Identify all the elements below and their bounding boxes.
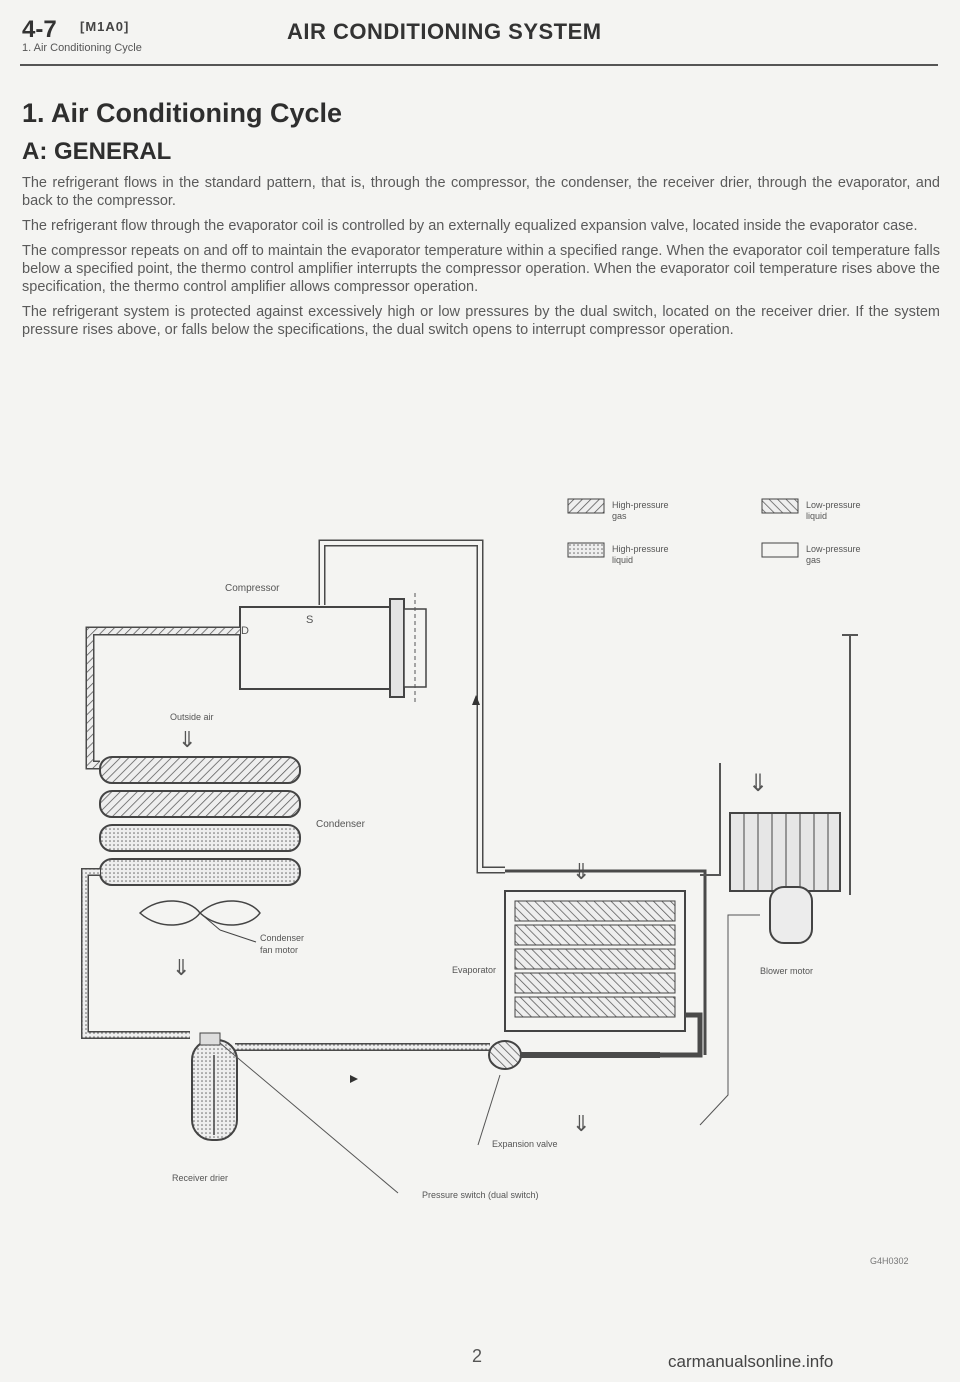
legend-label: liquid xyxy=(806,511,827,521)
legend-label: Low-pressure xyxy=(806,544,861,554)
paragraph: The refrigerant system is protected agai… xyxy=(22,304,940,338)
fan-motor-label: fan motor xyxy=(260,945,298,955)
subsection-heading: A: GENERAL xyxy=(22,138,172,165)
page-number: 2 xyxy=(472,1346,483,1366)
flow-arrow-icon xyxy=(350,1075,358,1083)
legend-label: liquid xyxy=(612,555,633,565)
figure-code: G4H0302 xyxy=(870,1256,909,1266)
evaporator-label: Evaporator xyxy=(452,965,496,975)
fan-motor-label: Condenser xyxy=(260,933,304,943)
legend-label: High-pressure xyxy=(612,500,669,510)
airflow-arrow-icon: ⇓ xyxy=(748,770,768,797)
condenser-fan: Condenser fan motor ⇓ xyxy=(138,900,304,980)
receiver-drier: Receiver drier xyxy=(172,1032,238,1183)
pressure-switch-leader xyxy=(219,1042,399,1194)
page-header: 4-7 [M1A0] 1. Air Conditioning Cycle AIR… xyxy=(0,0,960,70)
legend-swatch-low-pressure-gas xyxy=(761,542,799,558)
section-code: [M1A0] xyxy=(80,19,130,34)
blower-unit: ⇓ Blower motor xyxy=(699,634,858,1126)
legend-label: High-pressure xyxy=(612,544,669,554)
legend-label: Low-pressure xyxy=(806,500,861,510)
outside-air-label: Outside air xyxy=(170,712,214,722)
airflow-arrow-icon: ⇓ xyxy=(572,1111,590,1136)
diagram-legend: High-pressure gas Low-pressure liquid Hi… xyxy=(567,498,861,565)
discharge-line xyxy=(85,626,240,770)
paragraph: The compressor repeats on and off to mai… xyxy=(22,243,940,295)
paragraph: The refrigerant flow through the evapora… xyxy=(22,218,918,234)
condenser: Condenser xyxy=(99,756,366,886)
blower-motor-label: Blower motor xyxy=(760,966,813,976)
liquid-line xyxy=(81,868,190,1039)
chapter-title: AIR CONDITIONING SYSTEM xyxy=(287,19,602,44)
expansion-valve-label: Expansion valve xyxy=(492,1139,558,1149)
expansion-valve: Expansion valve ⇓ xyxy=(477,1040,660,1149)
legend-label: gas xyxy=(806,555,821,565)
suction-line-inner xyxy=(320,541,482,765)
pressure-switch-label: Pressure switch (dual switch) xyxy=(422,1190,539,1200)
compressor: Compressor D S xyxy=(225,583,427,705)
section-number: 4-7 xyxy=(22,16,57,43)
receiver-drier-label: Receiver drier xyxy=(172,1173,228,1183)
body-text: The refrigerant flows in the standard pa… xyxy=(22,174,940,346)
condenser-label: Condenser xyxy=(316,819,366,830)
header-rule xyxy=(20,64,938,66)
discharge-label: D xyxy=(241,625,249,637)
evaporator: Evaporator ⇓ xyxy=(452,859,686,1032)
section-heading: 1. Air Conditioning Cycle xyxy=(22,98,343,128)
airflow-arrow-icon: ⇓ xyxy=(172,955,190,980)
ac-cycle-diagram: High-pressure gas Low-pressure liquid Hi… xyxy=(60,495,910,1225)
legend-label: gas xyxy=(612,511,627,521)
legend-swatch-high-pressure-liquid xyxy=(567,542,605,558)
flow-arrow-icon xyxy=(472,695,480,705)
subsection-label: 1. Air Conditioning Cycle xyxy=(22,42,142,54)
airflow-arrow-icon: ⇓ xyxy=(178,727,196,752)
compressor-label: Compressor xyxy=(225,583,280,594)
legend-swatch-high-pressure-gas xyxy=(567,498,605,514)
watermark: carmanualsonline.info xyxy=(668,1352,834,1371)
suction-label: S xyxy=(306,614,313,626)
legend-swatch-low-pressure-liquid xyxy=(761,498,799,514)
paragraph: The refrigerant flows in the standard pa… xyxy=(22,175,940,209)
